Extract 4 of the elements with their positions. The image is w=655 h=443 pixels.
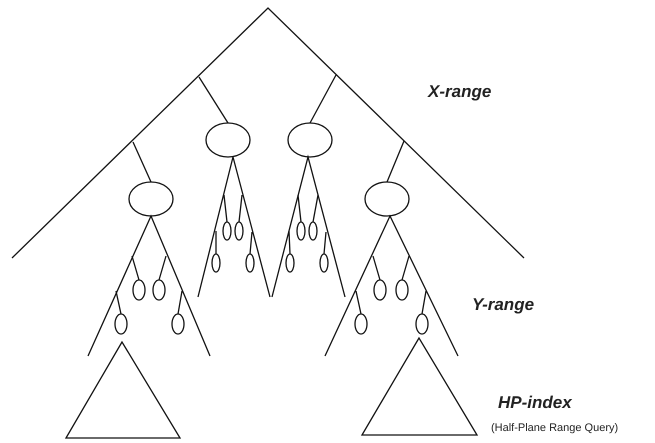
range-label: X-range <box>428 82 492 102</box>
range-label: Y-range <box>472 295 534 315</box>
index-label: HP-index <box>498 393 572 413</box>
index-note: (Half-Plane Range Query) <box>491 422 618 434</box>
